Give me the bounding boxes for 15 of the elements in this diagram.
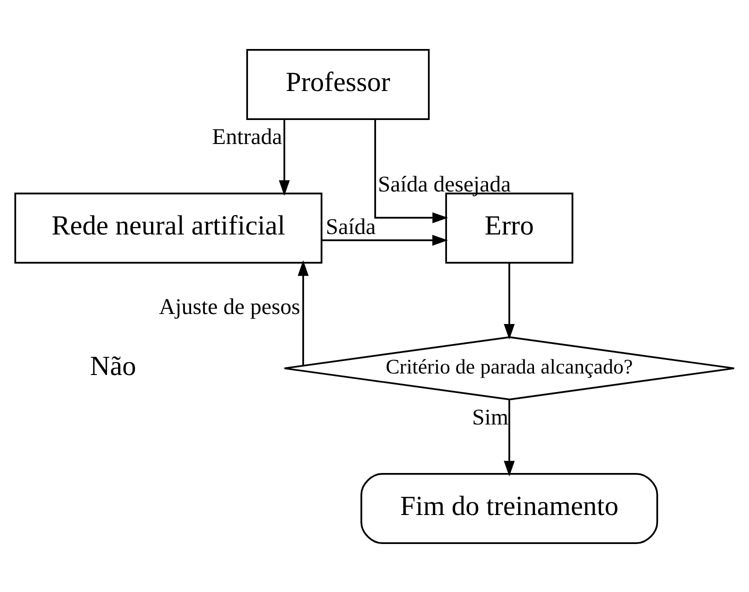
arrow [298,260,309,365]
node-box: Rede neural artificial [14,192,322,264]
label: Não [90,349,136,380]
arrow [278,118,290,196]
arrow [322,234,448,246]
edge-label: Saída [326,214,376,239]
arrow [374,119,448,223]
node-box: Professor [246,48,430,120]
node-diamond: Critério de parada alcançado? [284,336,735,400]
arrow [504,400,515,476]
edge-label: Ajuste de pesos [159,293,300,318]
arrow [504,262,515,340]
edge-label: Sim [472,404,508,430]
edge-label: Entrada [212,123,282,148]
node-box: Fim do treinamento [360,472,658,544]
